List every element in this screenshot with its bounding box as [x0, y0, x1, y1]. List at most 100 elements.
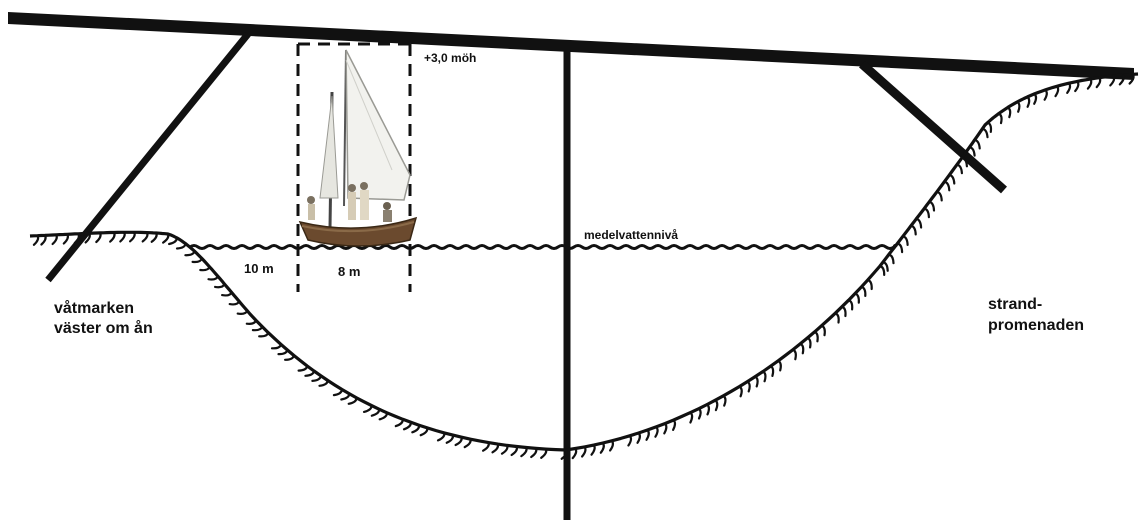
ground-hatch [394, 418, 404, 428]
ground-hatch [866, 278, 873, 291]
ground-hatch [955, 163, 963, 175]
ground-hatch [791, 348, 797, 361]
ground-hatch [491, 443, 500, 454]
ground-hatch [129, 231, 136, 243]
ground-hatch [445, 434, 455, 444]
ground-hatch [581, 445, 587, 458]
ground-hatch [251, 325, 264, 332]
ground-hatch [362, 404, 373, 413]
ground-hatch [270, 343, 283, 350]
ground-hatch [928, 200, 936, 212]
ground-hatch [560, 448, 568, 460]
ground-hatch [318, 379, 329, 387]
ground-hatch [119, 231, 126, 243]
ground-hatch [191, 257, 203, 264]
ground-hatch [997, 112, 1003, 125]
ground-hatch [311, 374, 322, 382]
ground-hatch [62, 233, 70, 245]
ground-hatch [214, 283, 226, 289]
ground-hatch [73, 232, 81, 244]
ground-hatch [411, 424, 421, 434]
ground-hatch [968, 146, 976, 157]
ground-hatch [530, 447, 538, 459]
ground-hatch [1086, 77, 1093, 90]
width-channel-label: 8 m [338, 264, 360, 279]
left-strut [45, 31, 251, 283]
terrain-profile [29, 72, 1139, 460]
ground-hatch [340, 392, 351, 401]
ground-hatch [520, 446, 528, 458]
ground-hatch [887, 253, 895, 265]
ground-hatch [960, 156, 968, 168]
right-strut [859, 60, 1007, 194]
ground-hatch [236, 309, 249, 316]
height-level-label: +3,0 möh [424, 51, 476, 65]
ground-hatch [1118, 74, 1125, 86]
ground-hatch [162, 232, 170, 244]
wetland-label-line1: våtmarken [54, 299, 134, 317]
ground-hatch [571, 447, 578, 460]
ground-hatch [463, 438, 472, 449]
ground-hatch [258, 331, 270, 338]
ground-hatch [672, 419, 677, 431]
ground-hatch [228, 300, 241, 306]
ground-hatch [854, 292, 860, 304]
ground-hatch [150, 231, 158, 243]
ground-hatch [378, 411, 389, 421]
promenade-label-line2: promenaden [988, 317, 1084, 334]
ground-hatch [923, 207, 930, 219]
ground-hatch [714, 399, 719, 412]
ground-hatch [1066, 82, 1072, 94]
ground-hatch [909, 224, 917, 236]
ground-hatch [95, 231, 102, 244]
ground-hatch [915, 217, 923, 229]
ground-hatch [878, 264, 886, 276]
ground-hatch [436, 431, 446, 442]
ground-hatch [207, 275, 219, 281]
ground-hatch [935, 190, 943, 202]
ground-hatch [777, 359, 782, 372]
ground-hatch [454, 436, 463, 447]
promenade-label-line1: strand- [988, 296, 1042, 313]
ground-hatch [813, 330, 819, 343]
clearance-box [296, 42, 412, 292]
width-left-label: 10 m [244, 261, 274, 276]
ground-hatch [109, 231, 116, 243]
ground-hatch [175, 242, 187, 250]
ground-hatch [901, 235, 909, 246]
ground-hatch [347, 396, 358, 405]
ground-hatch [40, 234, 47, 246]
ground-hatch [609, 439, 615, 452]
ground-hatch [1095, 76, 1102, 89]
ground-hatch [943, 180, 951, 192]
ground-hatch [806, 336, 812, 349]
ground-hatch [896, 242, 904, 254]
ground-hatch [881, 261, 889, 272]
ground-hatch [332, 388, 344, 397]
ground-hatch [1043, 88, 1048, 101]
ground-hatch [689, 411, 694, 424]
ground-hatch [141, 231, 149, 243]
ground-hatch [245, 319, 258, 325]
ground-hatch [636, 431, 641, 444]
ground-hatch [419, 426, 429, 437]
ground-hatch [184, 250, 196, 257]
ground-hatch [1054, 85, 1060, 98]
ground-hatch [1026, 95, 1031, 108]
ground-hatch [277, 348, 289, 356]
ground-hatch [840, 305, 847, 318]
ground-hatch [1016, 100, 1021, 113]
ground-hatch [168, 236, 178, 246]
ground-hatch [948, 173, 956, 185]
ground-hatch [1074, 80, 1080, 93]
ground-hatch [84, 232, 91, 244]
bridge-deck [8, 12, 1134, 80]
ground-hatch [769, 365, 775, 377]
ground-hatch [645, 428, 650, 441]
ground-hatch [981, 127, 989, 139]
ground-hatch [706, 403, 711, 416]
ground-hatch [402, 421, 413, 431]
ground-hatch [304, 369, 316, 377]
ground-hatch [500, 444, 509, 455]
